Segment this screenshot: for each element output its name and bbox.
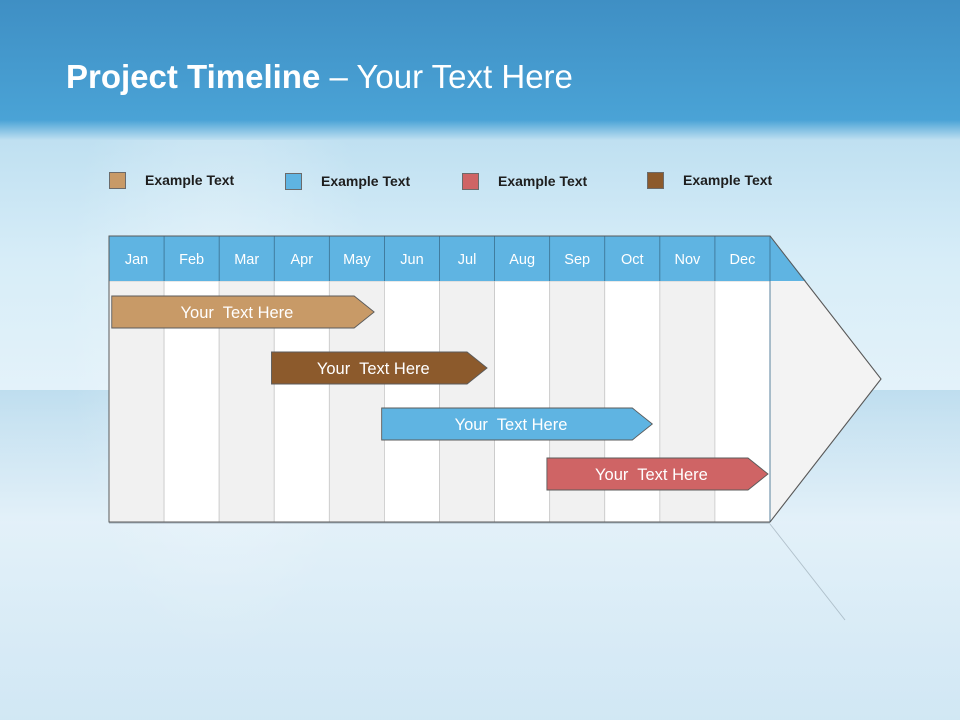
month-label-may: May — [343, 252, 371, 268]
legend-swatch-2 — [285, 172, 302, 190]
task-label-1: Your Text Here — [181, 304, 294, 322]
month-label-jul: Jul — [458, 252, 477, 268]
month-label-nov: Nov — [674, 252, 701, 268]
legend-item-3: Example Text — [462, 171, 587, 191]
timeline-column — [494, 280, 551, 523]
reflection-line — [769, 523, 846, 621]
legend-item-1: Example Text — [109, 170, 234, 190]
timeline-column — [439, 280, 495, 523]
month-label-feb: Feb — [179, 252, 204, 268]
legend-label-4: Example Text — [683, 172, 773, 188]
legend-label-1: Example Text — [145, 172, 235, 188]
legend-item-2: Example Text — [285, 171, 410, 191]
legend-label-3: Example Text — [498, 173, 588, 189]
task-label-3: Your Text Here — [455, 416, 568, 434]
timeline-outline — [108, 235, 882, 523]
task-bar-1 — [111, 295, 375, 329]
legend-swatch-1 — [109, 171, 126, 189]
month-label-aug: Aug — [509, 252, 535, 268]
month-label-apr: Apr — [291, 252, 314, 268]
legend-item-4: Example Text — [647, 170, 772, 190]
task-label-4: Your Text Here — [595, 466, 708, 484]
month-label-oct: Oct — [621, 252, 644, 268]
month-label-dec: Dec — [730, 252, 756, 268]
month-label-sep: Sep — [564, 252, 590, 268]
month-label-jan: Jan — [125, 252, 148, 268]
month-label-jun: Jun — [400, 252, 423, 268]
title-rest: – Your Text Here — [320, 58, 573, 95]
legend-swatch-4 — [647, 171, 664, 189]
timeline-column — [384, 280, 440, 523]
title-bold: Project Timeline — [66, 58, 321, 95]
legend-label-2: Example Text — [321, 173, 411, 189]
task-bar-2 — [271, 351, 488, 385]
task-label-2: Your Text Here — [317, 360, 430, 378]
timeline-header — [109, 236, 806, 281]
legend-swatch-3 — [462, 172, 479, 190]
task-bar-3 — [381, 407, 654, 441]
slide-title: Project Timeline – Your Text Here — [66, 58, 573, 96]
task-bar-4 — [546, 457, 769, 491]
month-label-mar: Mar — [234, 252, 259, 268]
